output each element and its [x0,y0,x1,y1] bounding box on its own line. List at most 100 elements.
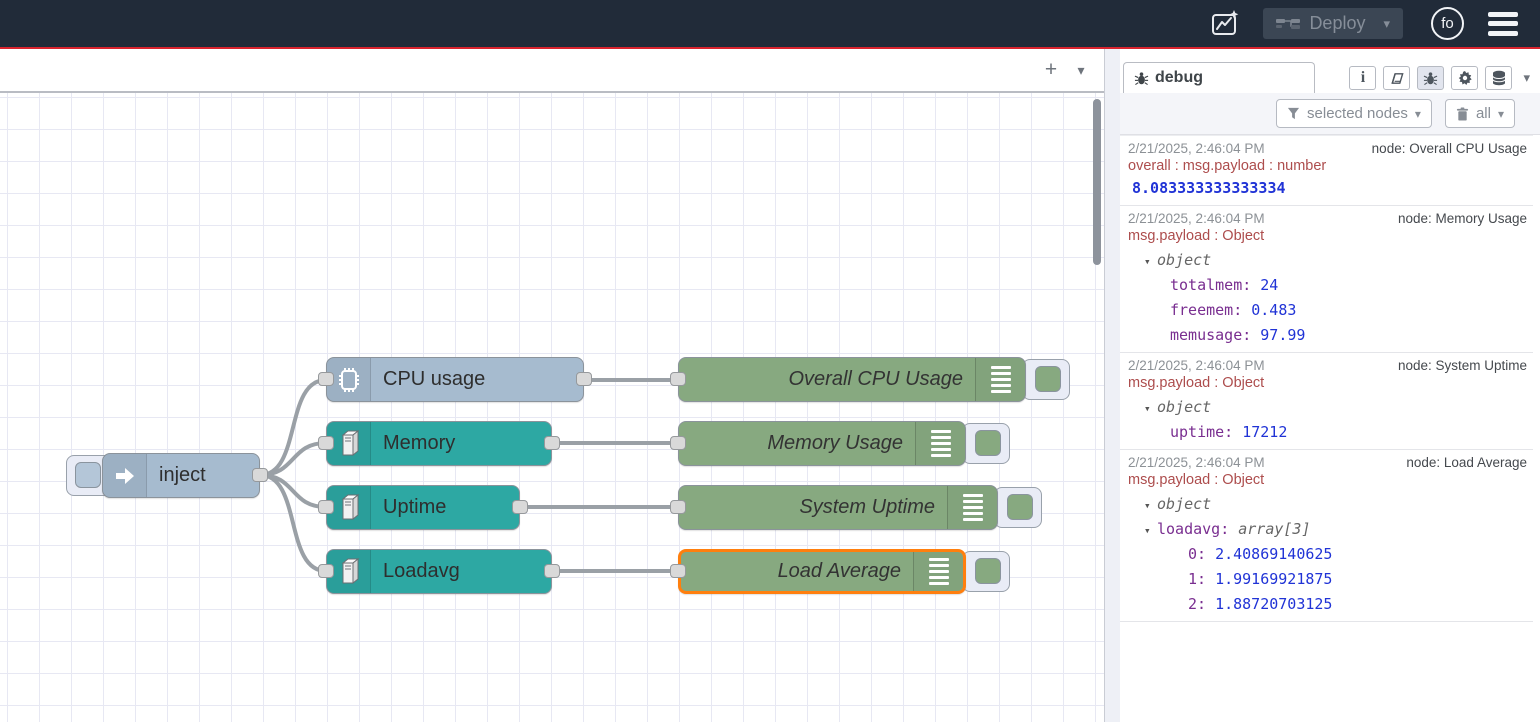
computer-tower-icon [327,486,371,529]
help-tab-button[interactable] [1383,66,1411,90]
cpu-output-port[interactable] [576,372,592,386]
info-tab-button[interactable]: i [1349,66,1377,90]
array-item-row: 0: 2.40869140625 [1128,545,1527,563]
context-data-tab-button[interactable] [1485,66,1513,90]
node-label: Overall CPU Usage [788,368,963,390]
object-toggle-row[interactable]: ▾ object [1128,398,1527,416]
object-label: object [1157,495,1212,513]
tree-caret-icon[interactable]: ▾ [1144,524,1151,537]
add-flow-button[interactable]: + [1036,55,1066,85]
debug-toggle-button[interactable] [975,430,1001,456]
debug-toolbar: selected nodes ▾ all ▾ [1120,93,1540,135]
deploy-button[interactable]: Deploy ▾ [1263,8,1403,39]
tree-caret-icon[interactable]: ▾ [1144,499,1151,512]
debug-filter-button[interactable]: selected nodes ▾ [1276,99,1432,128]
array-toggle-row[interactable]: ▾ loadavg: array[3] [1128,520,1527,538]
debug-toggle-button[interactable] [1007,494,1033,520]
message-value: 8.083333333333334 [1132,179,1286,197]
message-property-path: msg.payload : Object [1128,375,1265,391]
debug-message[interactable]: 2/21/2025, 2:46:04 PM node: System Uptim… [1120,353,1533,450]
debug-toggle-button[interactable] [975,558,1001,584]
uptime-input-port[interactable] [318,500,334,514]
message-timestamp: 2/21/2025, 2:46:04 PM [1128,455,1265,470]
tree-caret-icon[interactable]: ▾ [1144,255,1151,268]
debug-clear-button[interactable]: all ▾ [1444,99,1515,128]
message-property-path: overall : msg.payload : number [1128,158,1327,174]
message-timestamp: 2/21/2025, 2:46:04 PM [1128,141,1265,156]
book-icon [1391,72,1404,84]
node-debug-loadavg[interactable]: Load Average [678,549,966,594]
memory-output-port[interactable] [544,436,560,450]
array-index: 2: [1188,595,1207,613]
assistant-icon-button[interactable] [1207,6,1243,42]
debug-input-port[interactable] [670,436,686,450]
debug-message[interactable]: 2/21/2025, 2:46:04 PM node: Memory Usage… [1120,206,1533,353]
debug-list-icon [915,422,965,465]
node-loadavg[interactable]: Loadavg [326,549,552,594]
wires-layer [258,378,680,573]
property-value: 17212 [1242,423,1288,441]
object-toggle-row[interactable]: ▾ object [1128,495,1527,513]
node-label: Uptime [383,496,447,518]
object-label: object [1157,398,1212,416]
gear-icon [1458,71,1472,85]
debug-toggle-tab[interactable] [962,551,1010,592]
object-toggle-row[interactable]: ▾ object [1128,251,1527,269]
main-menu-icon[interactable] [1488,11,1518,36]
array-index: 0: [1188,545,1207,563]
node-uptime[interactable]: Uptime [326,485,520,530]
node-cpu-usage[interactable]: CPU usage [326,357,584,402]
debug-toggle-tab[interactable] [1022,359,1070,400]
tab-debug-label: debug [1155,69,1203,86]
debug-input-port[interactable] [670,564,686,578]
node-inject[interactable]: inject [102,453,260,498]
node-label: System Uptime [799,496,935,518]
node-debug-memory[interactable]: Memory Usage [678,421,966,466]
debug-input-port[interactable] [670,372,686,386]
deploy-label: Deploy [1309,13,1366,33]
deploy-caret-icon[interactable]: ▾ [1383,15,1390,31]
debug-message[interactable]: 2/21/2025, 2:46:04 PM node: Load Average… [1120,450,1533,622]
array-item-row: 1: 1.99169921875 [1128,570,1527,588]
tree-caret-icon[interactable]: ▾ [1144,402,1151,415]
deploy-icon [1276,18,1301,29]
message-source-node: node: Overall CPU Usage [1371,141,1527,156]
debug-tab-button[interactable] [1417,66,1445,90]
avatar[interactable]: fo [1431,7,1464,40]
node-label: inject [159,464,206,486]
node-debug-uptime[interactable]: System Uptime [678,485,998,530]
loadavg-output-port[interactable] [544,564,560,578]
canvas-vertical-scrollbar[interactable] [1093,99,1101,265]
debug-filter-label: selected nodes [1307,105,1408,122]
cpu-input-port[interactable] [318,372,334,386]
message-source-node: node: Load Average [1406,455,1527,470]
database-icon [1492,70,1506,86]
debug-toggle-tab[interactable] [962,423,1010,464]
message-property-path: msg.payload : Object [1128,228,1265,244]
uptime-output-port[interactable] [512,500,528,514]
property-value: 97.99 [1260,326,1306,344]
memory-input-port[interactable] [318,436,334,450]
message-timestamp: 2/21/2025, 2:46:04 PM [1128,211,1265,226]
tab-debug[interactable]: debug [1123,62,1315,93]
config-nodes-tab-button[interactable] [1451,66,1479,90]
flow-canvas[interactable]: inject CPU usage [0,93,1104,722]
debug-input-port[interactable] [670,500,686,514]
node-memory[interactable]: Memory [326,421,552,466]
inject-output-port[interactable] [252,468,268,482]
inject-arrow-icon [103,454,147,497]
property-value: 24 [1260,276,1279,294]
debug-toggle-tab[interactable] [994,487,1042,528]
array-value: 1.88720703125 [1215,595,1333,613]
header-accent-line [0,47,1540,49]
sidebar-options-button[interactable]: ▾ [1523,70,1530,85]
loadavg-input-port[interactable] [318,564,334,578]
sidebar-resize-handle[interactable] [1104,49,1120,722]
debug-message[interactable]: 2/21/2025, 2:46:04 PM node: Overall CPU … [1120,135,1533,206]
node-debug-overall-cpu[interactable]: Overall CPU Usage [678,357,1026,402]
debug-toggle-button[interactable] [1035,366,1061,392]
node-label: Load Average [777,560,901,582]
array-type-label: array[3] [1238,520,1311,538]
inject-trigger-button[interactable] [75,462,101,488]
flow-list-button[interactable]: ▾ [1066,55,1096,85]
